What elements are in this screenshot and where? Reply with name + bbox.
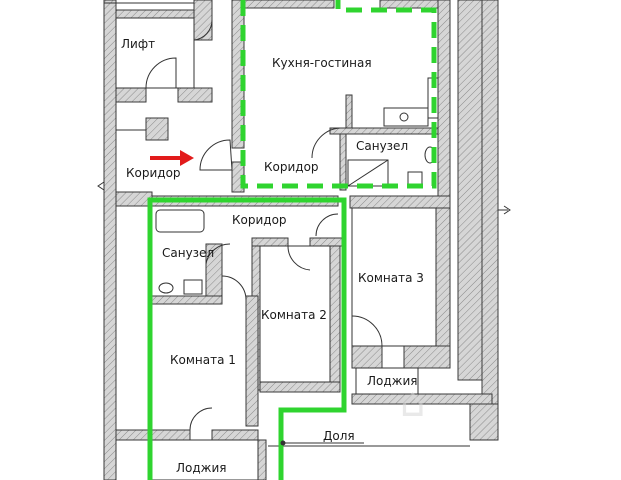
watermark: ⌂ <box>400 380 425 426</box>
door-arc-room1-loggia <box>189 407 213 431</box>
room-share-outline <box>147 197 347 480</box>
label-loggia-right: Лоджия <box>367 374 418 388</box>
kitchen-share-outline <box>240 0 437 189</box>
wall-small-box <box>145 117 169 141</box>
wall-kitchen-right <box>437 0 451 201</box>
wall-middle-right <box>349 195 451 209</box>
wall-loggia-l-right <box>257 439 267 480</box>
door-arc-room3 <box>351 315 383 347</box>
wall-room2-top <box>251 237 289 247</box>
wall-lift-bottom <box>115 87 147 103</box>
wall-room2-right <box>329 245 341 387</box>
shower-diag <box>347 159 389 187</box>
highlights <box>147 0 437 480</box>
label-room-2: Комната 2 <box>261 308 327 322</box>
wall-stair-col <box>193 0 213 41</box>
door-arc-entrance <box>199 139 233 171</box>
section-mark-right <box>498 205 511 215</box>
wall-top-left <box>115 9 195 19</box>
label-share: Доля <box>323 429 355 443</box>
bathtub-icon <box>155 209 205 233</box>
wall-room1-bottom-2 <box>211 429 259 441</box>
label-kitchen-living: Кухня-гостиная <box>272 56 372 70</box>
label-corridor-hall: Коридор <box>126 166 181 180</box>
label-bathroom-lower: Санузел <box>162 246 214 260</box>
room3-outline <box>351 207 437 347</box>
room-labels: Лифт Кухня-гостиная Коридор Коридор Сану… <box>121 37 424 475</box>
wall-right-outer <box>481 0 499 441</box>
sink-lower-icon <box>183 279 203 295</box>
wall-room2-top-2 <box>309 237 347 247</box>
label-loggia-left: Лоджия <box>176 461 227 475</box>
door-arc-stair <box>193 19 213 41</box>
wall-bath-upper-left <box>339 133 347 191</box>
sink-upper <box>407 171 423 185</box>
wall-room3-bottom-2 <box>403 345 451 369</box>
wall-room2-bottom <box>259 381 341 393</box>
wall-left-outer <box>103 0 117 480</box>
wall-room3-bottom <box>351 345 383 369</box>
kitchen-sink-icon <box>399 112 409 122</box>
wall-kitchen-top <box>243 0 335 9</box>
share-pointer-dot <box>280 440 286 446</box>
wall-lower-right-col <box>469 403 499 441</box>
wall-right-col <box>457 0 483 381</box>
wall-loggia-r-bottom <box>351 393 493 405</box>
label-lift: Лифт <box>121 37 155 51</box>
wall-kitchen-mid <box>345 94 353 129</box>
room2-outline <box>259 245 331 383</box>
wall-room3-right <box>435 207 451 369</box>
label-corridor-lower: Коридор <box>232 213 287 227</box>
label-corridor-upper: Коридор <box>264 160 319 174</box>
wall-room1-right <box>245 295 259 427</box>
door-arc-lift <box>145 57 177 89</box>
door-arc-bath-lower <box>205 243 231 265</box>
label-bathroom-upper: Санузел <box>356 139 408 153</box>
wall-kitchen-top-2 <box>379 0 441 9</box>
wall-bath-lower-bottom <box>151 295 223 305</box>
door-arc-room1 <box>221 275 247 301</box>
label-room-1: Комната 1 <box>170 353 236 367</box>
wall-middle-left <box>115 191 153 207</box>
kitchen-counter <box>383 107 429 127</box>
door-arc-corridor-lower <box>315 213 339 237</box>
wall-kitchen-divider <box>329 127 439 135</box>
label-room-3: Комната 3 <box>358 271 424 285</box>
lift-shaft-outline <box>115 17 195 89</box>
door-arc-kitchen-bath <box>311 127 341 159</box>
section-mark-left <box>97 181 105 191</box>
entrance-arrow-icon <box>150 150 194 166</box>
wall-room1-bottom <box>115 429 191 441</box>
door-arc-room2 <box>287 245 311 271</box>
loggia-right-outline <box>355 367 419 395</box>
toilet-lower-icon <box>158 282 174 294</box>
wall-lift-bottom-2 <box>177 87 213 103</box>
